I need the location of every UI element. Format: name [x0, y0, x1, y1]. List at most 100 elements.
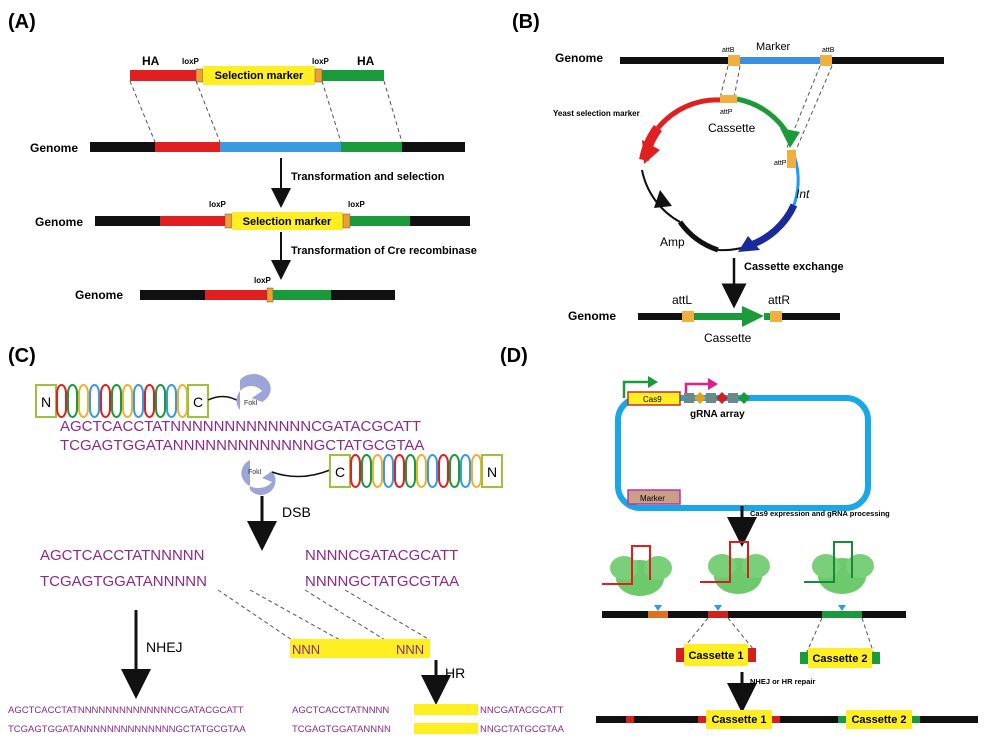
tale-1-repeats: [56, 384, 188, 418]
grna-array: [684, 392, 750, 404]
tale-repeat: [460, 454, 471, 488]
attp-site-1: [720, 95, 737, 103]
hr-result-bottom-left: TCGAGTGGATANNNN: [292, 724, 391, 735]
loxp-site-4: [342, 213, 351, 229]
tale-repeat: [405, 454, 416, 488]
right-top-seq: NNNNCGATACGCATT: [305, 547, 458, 564]
loxp-site-2: [314, 68, 323, 83]
ha-left-segment: [130, 70, 196, 81]
loxp-label-1: loxP: [182, 57, 200, 66]
panel-c-letter: (C): [8, 345, 36, 367]
ha-right-label: HA: [357, 54, 375, 68]
target-site-2: [708, 611, 728, 618]
attp-site-2: [787, 150, 796, 168]
tale-repeat: [438, 454, 449, 488]
int-arrowhead: [738, 236, 760, 252]
step-nhej-hr-repair: NHEJ or HR repair: [750, 677, 816, 686]
seq-top: AGCTCACCTATNNNNNNNNNNNNNCGATACGCATT: [60, 418, 421, 435]
homology-guides: [129, 80, 403, 143]
genome-d2-cassette-1: [706, 710, 772, 729]
tale-2-linker: [271, 469, 331, 478]
attb-label-1: attB: [722, 47, 735, 54]
nhej-result-top: AGCTCACCTATNNNNNNNNNNNNNNCGATACGCATT: [8, 705, 244, 716]
panel-d: (D) Cas9 gRNA array Marker Cas9 expressi…: [500, 345, 978, 729]
genome-d2-cassette-2: [846, 710, 912, 729]
genome-3-ha-right: [273, 290, 331, 300]
ha-left-label: HA: [142, 54, 160, 68]
tale-repeat: [166, 384, 177, 418]
genome-2-ha-left: [160, 216, 225, 226]
cut-mark-2: [714, 605, 722, 611]
tale-repeat: [155, 384, 166, 418]
attl-label: attL: [672, 293, 692, 307]
tale-1: N C FokI: [35, 373, 271, 418]
tale-repeat: [56, 384, 67, 418]
tale-2-n-label: N: [487, 464, 497, 480]
nhej-label: NHEJ: [146, 639, 183, 655]
hr-result-top-left: AGCTCACCTATNNNN: [292, 705, 389, 716]
loxp-label-2: loxP: [312, 57, 330, 66]
loxp-label-4: loxP: [348, 200, 366, 209]
attr-label: attR: [768, 293, 790, 307]
tale-1-c-box: [187, 384, 209, 418]
grna-promoter-arrowhead: [708, 378, 718, 390]
genome-label-2: Genome: [35, 215, 83, 229]
tale-repeat: [361, 454, 372, 488]
yeast-marker-arrowhead: [642, 140, 660, 164]
loxp-site-5: [266, 287, 274, 303]
genome-3-left: [140, 290, 205, 300]
tale-repeat: [89, 384, 100, 418]
target-site-3: [822, 611, 862, 618]
tale-repeat: [111, 384, 122, 418]
marker-box-d: [627, 489, 681, 505]
cas9-label: Cas9: [643, 395, 662, 404]
hr-donor-nnn-right: NNN: [396, 642, 424, 657]
tale-repeat: [133, 384, 144, 418]
foki-1-shape: [236, 373, 271, 410]
tale-repeat: [416, 454, 427, 488]
cut-mark-1: [654, 605, 662, 611]
genome-d2-cassette-1-label: Cassette 1: [711, 714, 766, 726]
tale-repeat: [471, 454, 482, 488]
cassette-label-b1: Cassette: [708, 121, 756, 135]
attp-label-1: attP: [720, 109, 733, 116]
foki-1-label: FokI: [244, 400, 258, 407]
loxp-site-1: [195, 68, 204, 83]
donor-1-label: Cassette 1: [688, 650, 743, 662]
genome-d2-site-1: [626, 716, 634, 723]
donor-2-arm-right: [872, 652, 880, 664]
panel-a: (A) HA HA loxP loxP Selection marker Gen…: [8, 11, 477, 303]
attl-site: [682, 311, 694, 322]
genome-label-b1: Genome: [555, 51, 603, 65]
step-transformation-selection: Transformation and selection: [291, 171, 445, 183]
cut-mark-3: [838, 605, 846, 611]
cas9-complex-1: [602, 545, 672, 596]
genome-label-3: Genome: [75, 288, 123, 302]
genome-d2-arm-2-left: [838, 716, 846, 723]
target-site-1: [648, 611, 668, 618]
hr-label: HR: [445, 665, 465, 681]
cas9-promoter-arrowhead: [648, 376, 658, 388]
tale-repeat: [350, 454, 361, 488]
left-bottom-seq: TCGAGTGGATANNNNN: [40, 573, 207, 590]
hr-donor-nnn-left: NNN: [292, 642, 320, 657]
donor-2-box: [808, 648, 872, 668]
attb-site-1: [728, 55, 740, 66]
genome-1-target: [220, 142, 341, 152]
hr-insert-bottom: [414, 723, 478, 734]
cassette-arrowhead: [780, 128, 800, 148]
cas9-complex-3: [804, 541, 874, 594]
selection-marker-box-2: [232, 212, 343, 230]
step-cre-recombinase: Transformation of Cre recombinase: [291, 245, 477, 257]
attb-label-2: attB: [822, 47, 835, 54]
step-cassette-exchange: Cassette exchange: [744, 261, 844, 273]
genome-b2-left: [638, 313, 682, 320]
cas9-box: [627, 391, 681, 406]
hr-result-top-right: NNCGATACGCATT: [480, 705, 564, 716]
tale-repeat: [427, 454, 438, 488]
genome-3-ha-left: [205, 290, 267, 300]
genome-d2-arm-1-left: [698, 716, 706, 723]
step-cas9-expression: Cas9 expression and gRNA processing: [750, 509, 890, 518]
